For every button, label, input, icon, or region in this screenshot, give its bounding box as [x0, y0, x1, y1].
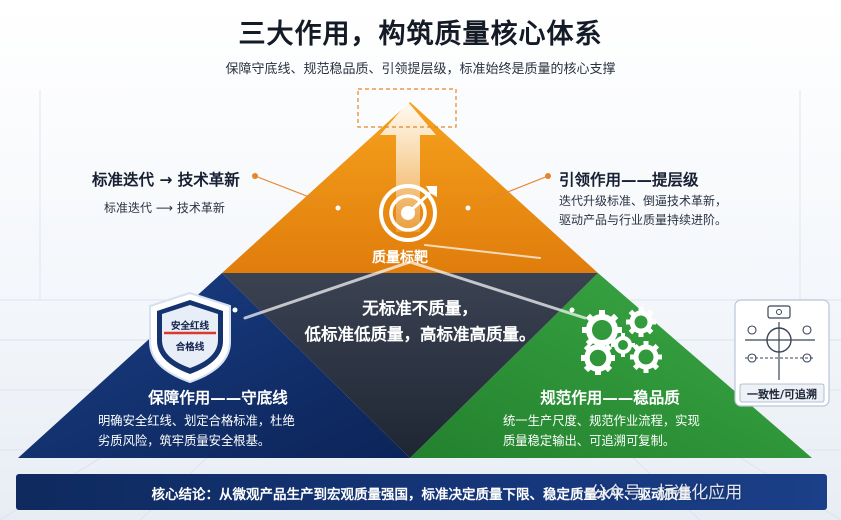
left-annotation-heading: 标准迭代 → 技术革新	[92, 171, 240, 189]
watermark: 公众号 · 标准化应用	[590, 483, 743, 503]
green-panel-line1: 统一生产尺度、规范作业流程，实现	[503, 414, 700, 428]
right-annotation-line1: 迭代升级标准、倒逼技术革新，	[559, 194, 728, 208]
center-line2: 低标准低质量，高标准高质量。	[304, 325, 536, 344]
green-right-triangle	[410, 273, 812, 458]
blue-panel-heading: 保障作用——守底线	[148, 389, 288, 407]
traceability-device-icon	[734, 299, 830, 407]
device-label: 一致性/可追溯	[746, 388, 818, 401]
left-annotation-sub: 标准迭代 ⟶ 技术革新	[104, 201, 225, 215]
green-panel-line2: 质量稳定输出、可追溯可复制。	[503, 434, 676, 448]
center-line1: 无标准不质量，	[362, 299, 478, 318]
blue-panel-body: 明确安全红线、划定合格标准，杜绝 劣质风险，筑牢质量安全根基。	[98, 411, 338, 451]
dashed-frame-icon	[357, 88, 457, 128]
green-panel-heading: 规范作用——稳品质	[540, 389, 680, 407]
right-annotation-line2: 驱动产品与行业质量持续进阶。	[559, 213, 728, 227]
shield-badge-bottom: 合格线	[175, 342, 205, 353]
blue-panel-line2: 劣质风险，筑牢质量安全根基。	[98, 434, 271, 448]
page-title: 三大作用，构筑质量核心体系	[238, 19, 603, 50]
conclusion-bar: 核心结论：从微观产品生产到宏观质量强国，标准决定质量下限、稳定质量水平、驱动质量	[16, 474, 827, 510]
target-icon	[379, 184, 437, 242]
center-inverted-triangle	[222, 273, 598, 458]
shield-badge-top: 安全红线	[170, 321, 209, 332]
blue-panel-line1: 明确安全红线、划定合格标准，杜绝	[98, 414, 295, 428]
right-annotation-sub: 迭代升级标准、倒逼技术革新， 驱动产品与行业质量持续进阶。	[559, 192, 759, 230]
center-statement: 无标准不质量， 低标准低质量，高标准高质量。	[270, 296, 570, 348]
right-annotation-heading: 引领作用——提层级	[559, 171, 699, 189]
green-panel-body: 统一生产尺度、规范作业流程，实现 质量稳定输出、可追溯可复制。	[503, 411, 723, 451]
gears-icon	[581, 307, 662, 375]
shield-icon	[149, 291, 231, 384]
page-subtitle: 保障守底线、规范稳品质、引领提层级，标准始终是质量的核心支撑	[225, 62, 616, 77]
conclusion-text: 核心结论：从微观产品生产到宏观质量强国，标准决定质量下限、稳定质量水平、驱动质量	[151, 487, 692, 503]
up-arrow-icon	[380, 102, 436, 232]
target-label: 质量标靶	[372, 250, 428, 266]
